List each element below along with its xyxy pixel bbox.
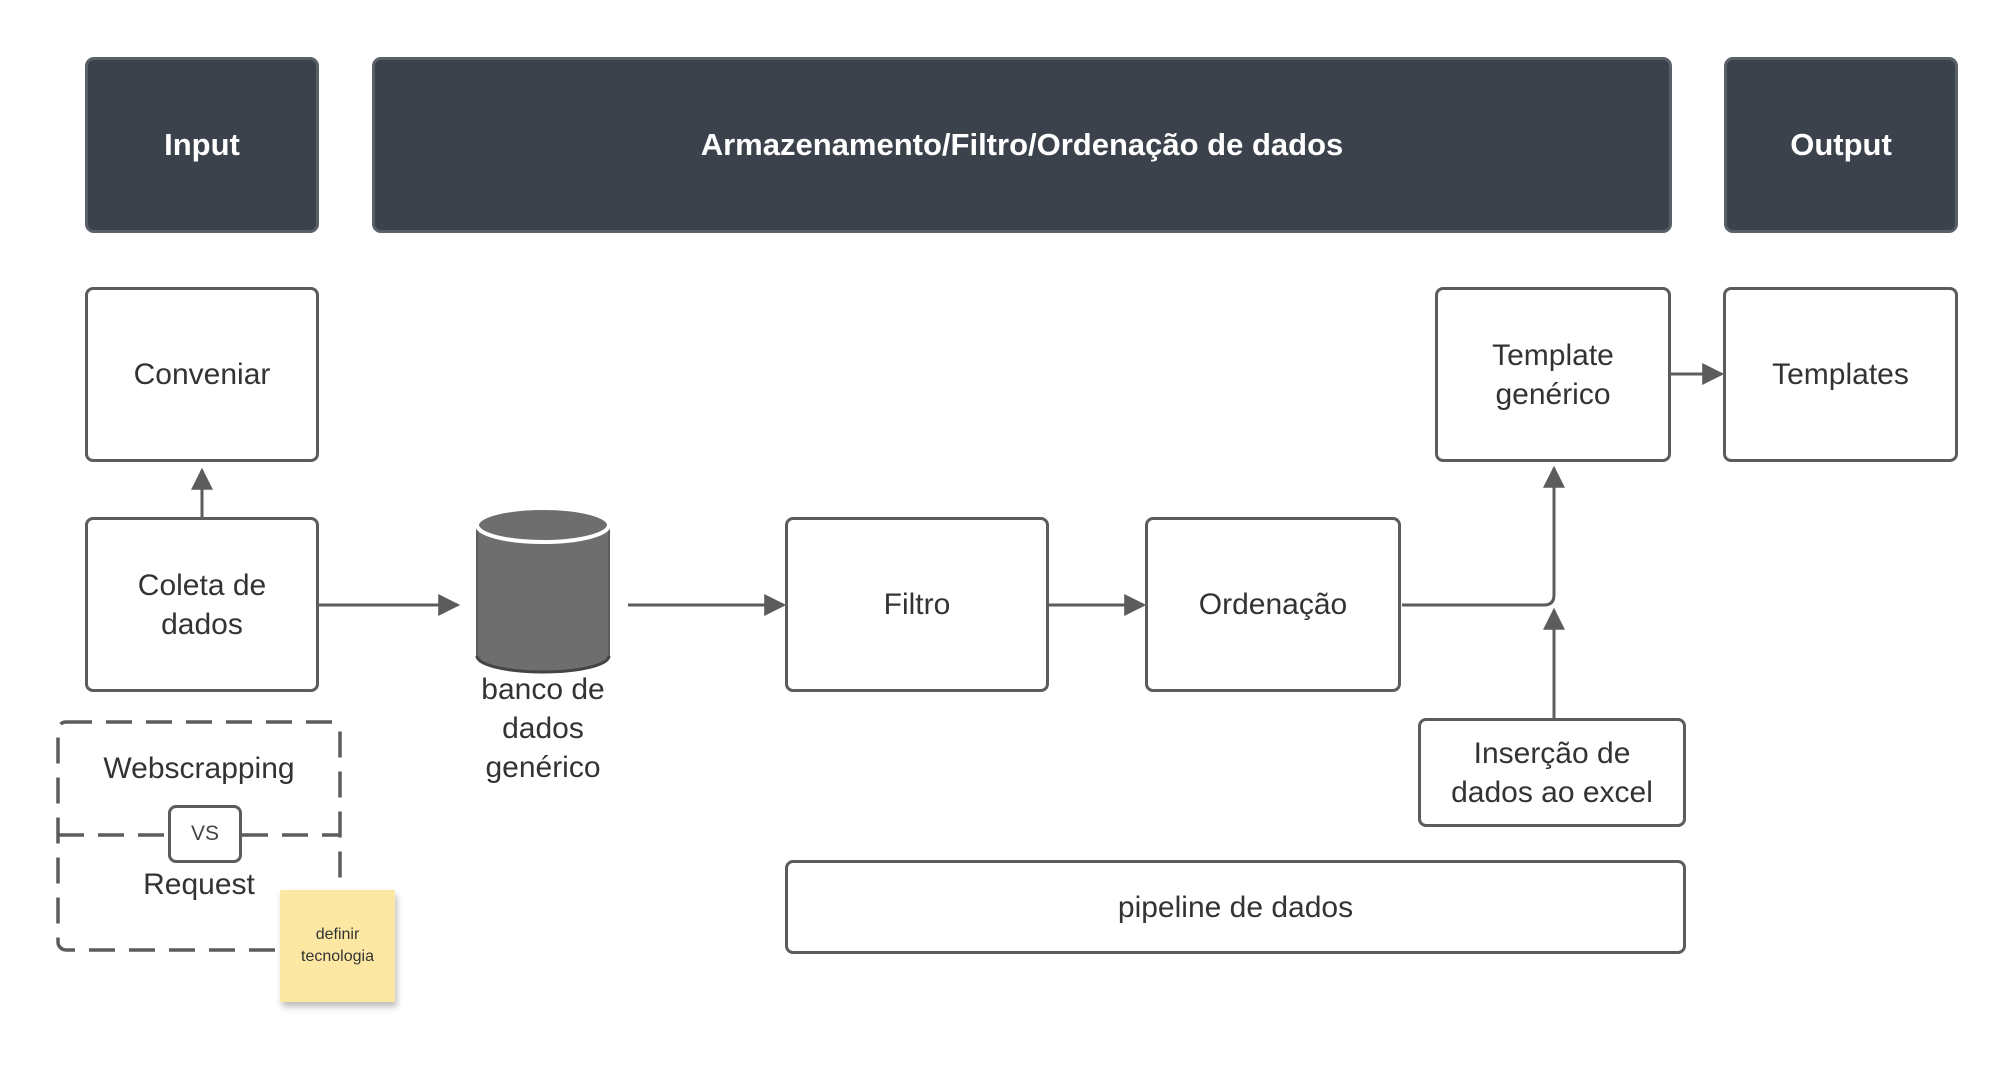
- header-output: Output: [1724, 57, 1958, 233]
- database-label: banco de dados genérico: [481, 673, 605, 784]
- node-filtro-label: Filtro: [883, 588, 951, 621]
- node-pipeline-label: pipeline de dados: [1117, 890, 1354, 924]
- versus-badge: VS: [168, 805, 242, 863]
- node-template-generico-label: Template genérico: [1492, 338, 1614, 411]
- database-cylinder-icon: [475, 506, 611, 674]
- node-conveniar-label: Conveniar: [133, 358, 271, 391]
- node-template-generico: Template genérico: [1435, 287, 1671, 462]
- node-insercao-label: Inserção de dados ao excel: [1451, 736, 1653, 809]
- sticky-note-text: definir tecnologia: [301, 926, 374, 965]
- header-storage: Armazenamento/Filtro/Ordenação de dados: [372, 57, 1672, 233]
- node-insercao-excel: Inserção de dados ao excel: [1418, 718, 1686, 827]
- node-ordenacao: Ordenação: [1145, 517, 1401, 692]
- alternative-webscrapping: Webscrapping: [103, 752, 295, 785]
- node-templates-label: Templates: [1772, 358, 1909, 391]
- node-filtro: Filtro: [785, 517, 1049, 692]
- arrow-ordenacao-to-template: [1402, 465, 1565, 607]
- node-coleta-label: Coleta de dados: [137, 568, 267, 641]
- node-ordenacao-label: Ordenação: [1198, 588, 1348, 621]
- header-storage-label: Armazenamento/Filtro/Ordenação de dados: [700, 127, 1344, 162]
- header-input-label: Input: [164, 127, 240, 162]
- versus-label: VS: [190, 822, 219, 845]
- alternative-request: Request: [143, 868, 255, 901]
- node-conveniar: Conveniar: [85, 287, 319, 462]
- node-templates: Templates: [1723, 287, 1958, 462]
- sticky-note: definir tecnologia: [280, 890, 395, 1002]
- node-pipeline-de-dados: pipeline de dados: [785, 860, 1686, 954]
- header-output-label: Output: [1790, 127, 1892, 162]
- node-coleta-de-dados: Coleta de dados: [85, 517, 319, 692]
- header-input: Input: [85, 57, 319, 233]
